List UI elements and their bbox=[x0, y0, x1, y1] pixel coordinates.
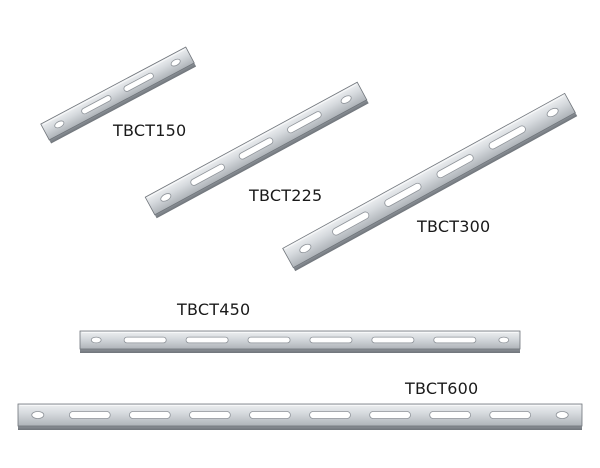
strip-face bbox=[40, 46, 195, 141]
label-tbct600: TBCT600 bbox=[405, 379, 479, 398]
end-hole bbox=[555, 411, 569, 419]
strip-tbct300 bbox=[282, 92, 578, 272]
slot bbox=[369, 411, 411, 419]
slot bbox=[247, 336, 291, 344]
strip-face bbox=[17, 403, 583, 427]
strip-highlight bbox=[147, 84, 357, 199]
slot bbox=[185, 336, 229, 344]
slot bbox=[309, 411, 351, 419]
slot bbox=[384, 182, 422, 207]
strip-face bbox=[79, 330, 521, 350]
end-hole bbox=[160, 193, 172, 202]
strip-lip bbox=[80, 347, 520, 353]
slot bbox=[436, 154, 474, 179]
slot bbox=[488, 125, 526, 150]
slot bbox=[429, 411, 471, 419]
strip-highlight bbox=[284, 95, 564, 250]
label-tbct450: TBCT450 bbox=[177, 300, 251, 319]
strip-tbct450 bbox=[79, 330, 521, 353]
end-hole bbox=[546, 107, 559, 118]
slot bbox=[287, 111, 322, 134]
slot bbox=[189, 411, 231, 419]
slot bbox=[309, 336, 353, 344]
slot bbox=[238, 137, 274, 160]
slot bbox=[489, 411, 531, 419]
slot bbox=[371, 336, 415, 344]
strip-tbct600 bbox=[17, 403, 583, 430]
end-hole bbox=[340, 95, 352, 104]
strip-tbct150 bbox=[40, 46, 197, 144]
label-tbct300: TBCT300 bbox=[417, 217, 491, 236]
slot bbox=[81, 95, 112, 115]
slot bbox=[123, 72, 154, 92]
strip-tbct225 bbox=[144, 81, 369, 219]
slot bbox=[332, 211, 370, 236]
strip-highlight bbox=[43, 48, 185, 125]
end-hole bbox=[54, 120, 65, 129]
end-hole bbox=[31, 411, 45, 419]
slot bbox=[129, 411, 171, 419]
strip-lip bbox=[18, 424, 582, 430]
slot bbox=[123, 336, 167, 344]
slot bbox=[433, 336, 477, 344]
end-hole bbox=[90, 336, 102, 344]
end-hole bbox=[170, 58, 181, 67]
label-tbct225: TBCT225 bbox=[249, 186, 323, 205]
slot bbox=[190, 163, 225, 186]
label-tbct150: TBCT150 bbox=[113, 121, 187, 140]
slot bbox=[249, 411, 291, 419]
slot bbox=[69, 411, 111, 419]
end-hole bbox=[498, 336, 510, 344]
end-hole bbox=[299, 243, 312, 254]
